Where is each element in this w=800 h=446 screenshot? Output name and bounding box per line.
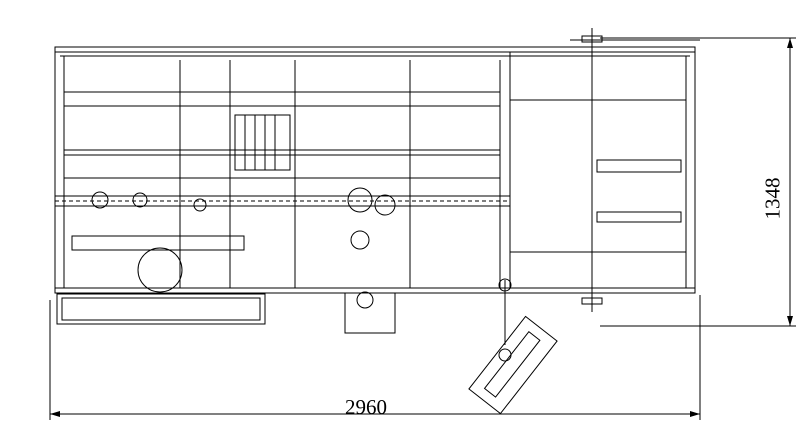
right-plate-2 xyxy=(596,211,682,223)
main-frame xyxy=(54,46,696,294)
dim-height-arrow-top xyxy=(787,38,793,48)
output-chute-roller xyxy=(498,348,512,362)
center-gear-1 xyxy=(347,187,373,213)
center-hopper xyxy=(344,292,396,334)
overall-height-dimension: 1348 xyxy=(760,177,785,220)
left-cam-wheel xyxy=(137,247,183,293)
dim-width-arrow-right xyxy=(690,411,700,417)
dim-height-arrow-bottom xyxy=(787,316,793,326)
output-chute xyxy=(468,315,558,415)
gear-left-1 xyxy=(91,191,109,209)
dim-width-arrow-left xyxy=(50,411,60,417)
center-gear-3 xyxy=(350,230,370,250)
left-bottom-plate xyxy=(71,235,245,251)
left-bottom-tray xyxy=(56,293,266,325)
guide-block xyxy=(234,114,291,171)
output-chute-inner xyxy=(483,331,541,398)
center-gear-2 xyxy=(374,194,396,216)
gear-left-3 xyxy=(193,198,207,212)
overall-width-dimension: 2960 xyxy=(345,395,387,419)
right-plate xyxy=(596,159,682,173)
right-spindle-top xyxy=(581,35,603,43)
center-roller xyxy=(356,291,374,309)
left-bottom-tray-inner xyxy=(61,297,261,321)
output-post-roller xyxy=(498,278,512,292)
right-spindle-bottom xyxy=(581,297,603,305)
gear-left-2 xyxy=(132,192,148,208)
